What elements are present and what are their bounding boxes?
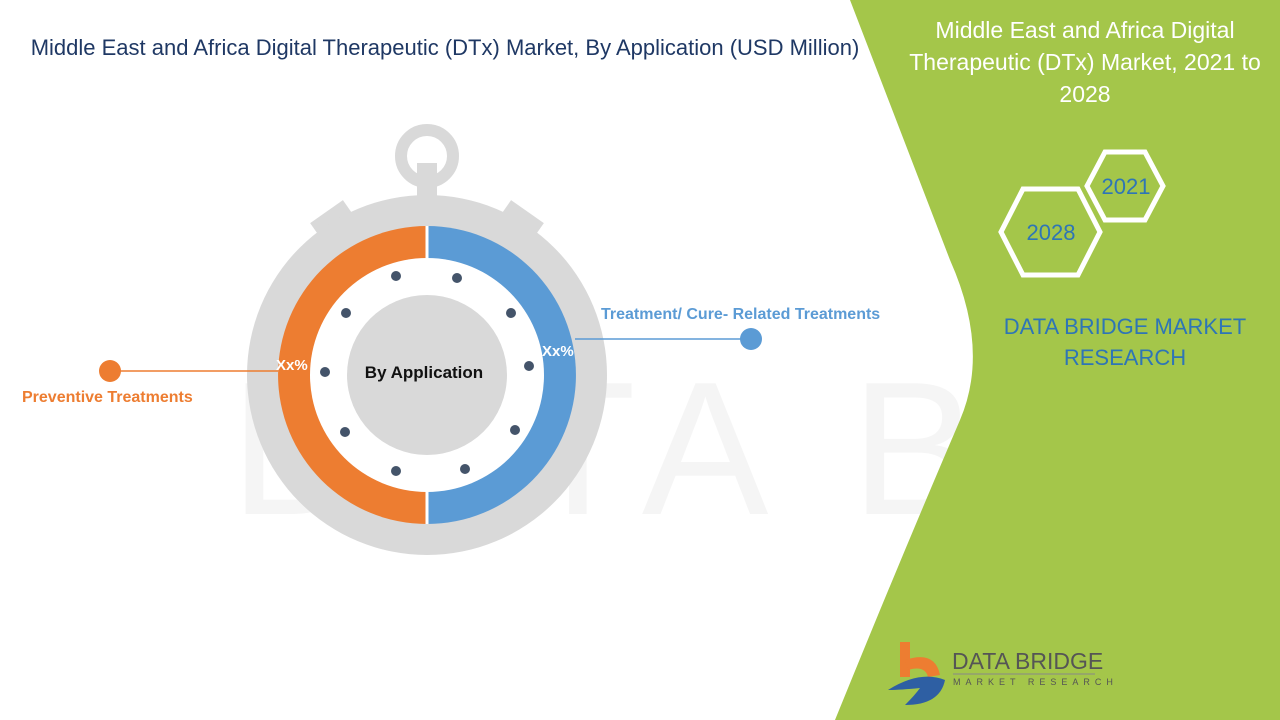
treatment-marker xyxy=(740,328,762,350)
preventive-marker xyxy=(99,360,121,382)
logo-icon xyxy=(888,642,945,705)
stopwatch xyxy=(247,124,607,555)
treatment-percent: Xx% xyxy=(542,343,574,360)
brand-text: DATA BRIDGE MARKET RESEARCH xyxy=(1003,314,1247,370)
year-2028: 2028 xyxy=(1027,220,1076,245)
center-label: By Application xyxy=(365,363,483,382)
logo-tagline: MARKET RESEARCH xyxy=(953,677,1118,687)
side-title: Middle East and Africa Digital Therapeut… xyxy=(909,17,1261,107)
page-title: Middle East and Africa Digital Therapeut… xyxy=(30,35,860,60)
green-panel xyxy=(835,0,1280,720)
treatment-label: Treatment/ Cure- Related Treatments xyxy=(601,306,881,323)
hexagon-2021 xyxy=(1084,149,1166,223)
preventive-percent: Xx% xyxy=(276,357,308,374)
dial-dots xyxy=(320,271,534,476)
preventive-label: Preventive Treatments xyxy=(22,389,193,406)
year-2021: 2021 xyxy=(1102,174,1151,199)
hexagon-2028 xyxy=(998,186,1103,278)
logo-name: DATA BRIDGE xyxy=(952,648,1104,674)
